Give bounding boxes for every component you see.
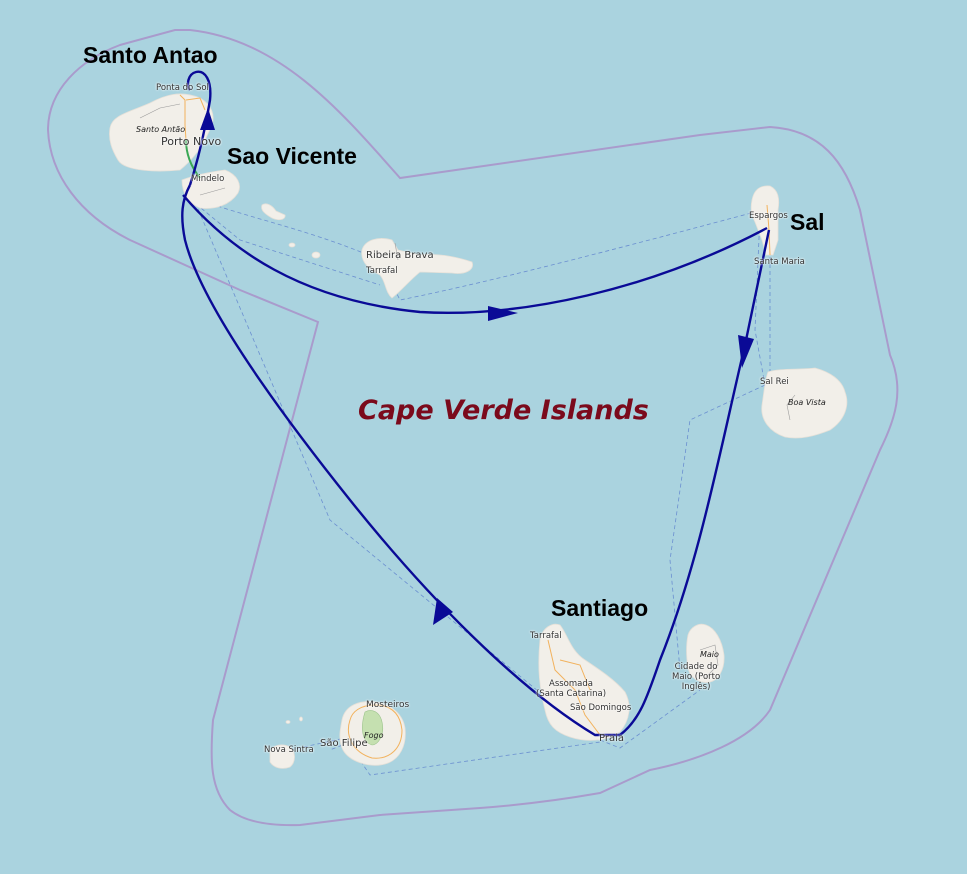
label-ponta-do-sol: Ponta do Sol — [156, 83, 209, 93]
route-leg-santiago-sv — [181, 184, 620, 737]
label-tarrafal-sao-nicolau: Tarrafal — [366, 266, 398, 276]
label-porto-novo: Porto Novo — [161, 135, 222, 148]
label-boa-vista-island: Boa Vista — [788, 398, 826, 407]
island-sal — [750, 185, 780, 256]
arrow-south-icon — [738, 335, 754, 368]
label-assomada: Assomada (Santa Catarina) — [536, 679, 607, 699]
route-leg-sal-santiago — [619, 229, 771, 736]
label-sal-rei: Sal Rei — [760, 377, 789, 387]
label-cidade-do-maio: Cidade do Maio (Porto Inglês) — [672, 662, 721, 692]
label-nova-sintra: Nova Sintra — [264, 745, 314, 755]
map-title: Cape Verde Islands — [358, 395, 649, 426]
island-sao-vicente — [181, 169, 240, 209]
label-sao-domingos: São Domingos — [570, 703, 632, 713]
admin-lines — [139, 103, 796, 679]
label-fogo-island: Fogo — [364, 731, 384, 740]
maritime-boundary — [46, 29, 899, 827]
island-santa-luzia — [261, 203, 286, 221]
label-santiago: Santiago — [551, 595, 649, 621]
ferry-route-green — [185, 139, 201, 179]
park-area — [362, 710, 383, 746]
arrow-northwest-icon — [433, 598, 453, 625]
island-boa-vista — [761, 367, 848, 439]
label-tarrafal-santiago: Tarrafal — [530, 631, 562, 641]
label-praia: Praia — [599, 733, 624, 744]
arrow-north-icon — [200, 108, 215, 130]
island-brava — [269, 744, 295, 769]
label-ribeira-brava: Ribeira Brava — [366, 250, 434, 261]
island-sao-nicolau — [361, 238, 473, 299]
label-santo-antao-island: Santo Antão — [136, 125, 186, 134]
label-mosteiros: Mosteiros — [366, 700, 410, 710]
label-mindelo: Mindelo — [191, 174, 225, 184]
islands — [109, 93, 848, 769]
route-leg-sv-sal — [182, 194, 768, 314]
label-sao-vicente: Sao Vicente — [227, 143, 357, 169]
route-arrows — [200, 108, 754, 625]
arrow-east-icon — [488, 306, 518, 321]
label-santa-maria: Santa Maria — [754, 257, 805, 267]
label-sao-filipe: São Filipe — [320, 738, 368, 749]
label-espargos: Espargos — [749, 211, 788, 221]
label-santo-antao: Santo Antao — [83, 42, 218, 68]
sailing-route — [181, 70, 771, 737]
label-sal: Sal — [790, 209, 825, 235]
label-maio-island: Maio — [700, 650, 719, 659]
route-leg-sv-sa — [186, 70, 212, 186]
island-maio — [686, 623, 725, 683]
roads — [179, 94, 771, 759]
